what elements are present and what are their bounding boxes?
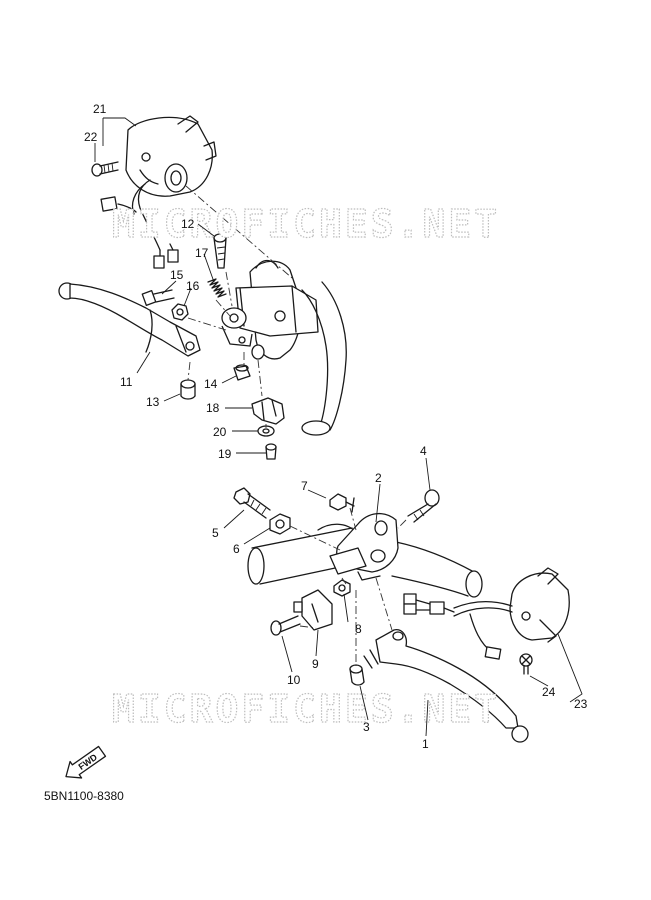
bracket-18 bbox=[251, 397, 285, 425]
collar-13 bbox=[180, 379, 196, 400]
nut-8 bbox=[333, 579, 351, 597]
callout-1: 1 bbox=[422, 737, 429, 751]
upper-switch-housing bbox=[125, 115, 217, 197]
lower-switch-housing bbox=[509, 567, 570, 643]
callout-17: 17 bbox=[195, 246, 209, 260]
callout-21: 21 bbox=[93, 102, 107, 116]
brake-lever-11 bbox=[58, 282, 201, 357]
callout-15: 15 bbox=[170, 268, 184, 282]
lever-holder-2 bbox=[329, 513, 399, 581]
upper-assembly-lines bbox=[185, 185, 293, 428]
screw-10 bbox=[270, 615, 301, 636]
bolt-5 bbox=[233, 487, 271, 519]
callout-13: 13 bbox=[146, 395, 160, 409]
fwd-arrow-icon: FWD bbox=[65, 745, 107, 779]
callout-14: 14 bbox=[204, 377, 218, 391]
callout-6: 6 bbox=[233, 542, 240, 556]
diagram-part-code: 5BN1100-8380 bbox=[44, 789, 124, 803]
callout-8: 8 bbox=[355, 622, 362, 636]
callout-11: 11 bbox=[120, 375, 133, 389]
master-cylinder bbox=[221, 260, 319, 360]
spring-17 bbox=[207, 278, 227, 298]
screw-19 bbox=[265, 443, 277, 460]
upper-handlebar-tube bbox=[255, 259, 347, 436]
bolt-4 bbox=[407, 489, 440, 523]
collar-3 bbox=[349, 664, 365, 686]
callout-16: 16 bbox=[186, 279, 200, 293]
callout-23: 23 bbox=[574, 697, 588, 711]
callout-22: 22 bbox=[84, 130, 98, 144]
callout-10: 10 bbox=[287, 673, 301, 687]
nut-14 bbox=[233, 364, 251, 381]
callout-20: 20 bbox=[213, 425, 227, 439]
upper-wire-harness bbox=[100, 179, 179, 269]
bolt-15 bbox=[141, 289, 175, 306]
screw-7 bbox=[329, 493, 355, 513]
callout-2: 2 bbox=[375, 471, 382, 485]
callout-3: 3 bbox=[363, 720, 370, 734]
nut-6 bbox=[269, 513, 291, 535]
lower-assembly-lines bbox=[289, 507, 407, 666]
watermark-upper: MICROFICHES.NET bbox=[112, 202, 500, 246]
screw-22 bbox=[91, 161, 119, 177]
leader-lines bbox=[94, 117, 583, 737]
callout-19: 19 bbox=[218, 447, 232, 461]
callout-5: 5 bbox=[212, 526, 219, 540]
screw-24 bbox=[519, 653, 533, 675]
callout-18: 18 bbox=[206, 401, 220, 415]
callout-9: 9 bbox=[312, 657, 319, 671]
nut-16 bbox=[171, 303, 189, 321]
callouts: 21 22 12 17 15 16 11 13 14 18 20 19 7 2 … bbox=[84, 102, 588, 751]
clutch-lever-1 bbox=[363, 629, 529, 743]
callout-12: 12 bbox=[181, 217, 195, 231]
clutch-switch-9 bbox=[293, 589, 333, 631]
callout-4: 4 bbox=[420, 444, 427, 458]
callout-7: 7 bbox=[301, 479, 308, 493]
watermark-lower: MICROFICHES.NET bbox=[112, 687, 500, 731]
lower-wire-harness bbox=[403, 593, 513, 660]
callout-24: 24 bbox=[542, 685, 556, 699]
bolt-12 bbox=[213, 233, 227, 269]
